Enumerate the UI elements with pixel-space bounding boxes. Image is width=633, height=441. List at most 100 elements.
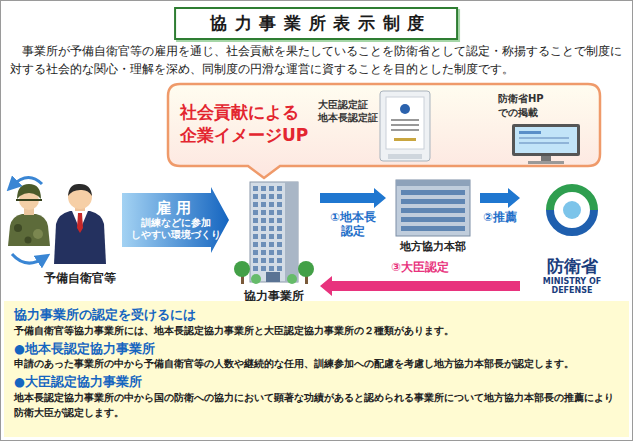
office-building-part xyxy=(269,218,274,223)
office-building-part xyxy=(261,186,266,191)
office-building-part xyxy=(277,234,282,239)
certificate-plaque-part xyxy=(391,129,419,131)
certificate-plaque-part xyxy=(380,91,430,161)
edge-label-holder: ①地本長 認定 xyxy=(326,210,380,239)
panel-body: 地本長認定協力事業所の中から国の防衛への協力において顕著な功績があると認められる… xyxy=(14,391,619,421)
office-building-part xyxy=(253,258,258,263)
diagram-title: 協力事業所表示制度 xyxy=(210,12,432,35)
office-building-part xyxy=(253,250,258,255)
certificate-plaque-part xyxy=(391,124,419,126)
office-building-part xyxy=(253,210,258,215)
businessman-figure xyxy=(54,184,106,264)
office-building-part xyxy=(269,202,274,207)
office-building-part xyxy=(253,218,258,223)
soldier-figure-part xyxy=(14,224,22,232)
ministry-emblem-part xyxy=(563,201,581,219)
office-building-part xyxy=(269,186,274,191)
flow-arrow xyxy=(320,188,386,208)
flow-arrow xyxy=(320,276,520,296)
soldier-figure-part xyxy=(25,237,32,244)
office-building-part xyxy=(261,202,266,207)
title-frame: 協力事業所表示制度 xyxy=(174,7,458,40)
certificate-plaque-part xyxy=(400,104,410,114)
computer-monitor-part xyxy=(519,137,569,139)
callout-bubble: 社会貢献による 企業イメージUP大臣認定証 地本長認定証防衛省HP での掲載 xyxy=(168,84,600,166)
cycle-arrow xyxy=(12,254,44,263)
office-building-part xyxy=(269,266,274,271)
office-building-part xyxy=(253,194,258,199)
office-building-part xyxy=(277,258,282,263)
flow-arrow xyxy=(480,188,520,208)
office-building-part xyxy=(269,210,274,215)
ministry-english: MINISTRY OF DEFENSE xyxy=(541,277,603,296)
office-building-part xyxy=(261,266,266,271)
panel-body: 予備自衛官等協力事業所には、地本長認定協力事業所と大臣認定協力事業所の２種類があ… xyxy=(14,324,619,339)
businessman-figure-part xyxy=(54,211,106,264)
soldier-figure-part xyxy=(17,184,41,199)
ministry-logo: 防衛省MINISTRY OF DEFENSE xyxy=(524,180,620,298)
office-building-part xyxy=(269,242,274,247)
office-building-part xyxy=(266,272,280,282)
edge-label: ①地本長 認定 xyxy=(326,210,380,239)
employment-note: 訓練などに参加 しやすい環境づくり xyxy=(130,217,222,242)
panel-body: 申請のあった事業所の中から予備自衛官等の人数や継続的な任用、訓練参加への配慮を考… xyxy=(14,357,619,372)
office-building-part xyxy=(241,272,244,284)
edge-label-holder: ②推薦 xyxy=(483,210,517,224)
certificate-label: 大臣認定証 地本長認定証 xyxy=(318,98,374,125)
computer-monitor-part xyxy=(519,131,541,134)
office-building-part xyxy=(269,194,274,199)
hq-building-part xyxy=(401,190,465,195)
computer-monitor-part xyxy=(541,156,551,161)
office-building-part xyxy=(253,234,258,239)
callout-bubble-art xyxy=(168,84,600,166)
edge-label-holder: ③大臣認定 xyxy=(391,260,449,274)
soldier-figure xyxy=(8,184,50,246)
businessman-figure-part xyxy=(72,211,88,230)
company-building: 協力事業所 xyxy=(232,178,316,306)
office-building-part xyxy=(269,258,274,263)
businessman-figure-part xyxy=(77,213,83,233)
office-building-part xyxy=(261,210,266,215)
ministry-logo-art xyxy=(524,180,620,238)
office-building-part xyxy=(285,182,298,282)
intro-text: 事業所が予備自衛官等の雇用を通じ、社会貢献を果たしていることを防衛省として認定・… xyxy=(10,43,623,79)
certificate-plaque-part xyxy=(386,97,424,149)
office-building-part xyxy=(261,258,266,263)
soldier-figure-part xyxy=(33,229,43,239)
hq-building-part xyxy=(401,217,465,222)
office-building-part xyxy=(287,274,297,284)
office-building-part xyxy=(277,250,282,255)
office-building-part xyxy=(269,234,274,239)
website-label: 防衛省HP での掲載 xyxy=(498,92,552,119)
businessman-figure-part xyxy=(68,185,92,209)
soldier-figure-part xyxy=(16,199,42,201)
office-building-part xyxy=(261,226,266,231)
node-label: 協力事業所 xyxy=(244,289,304,304)
businessman-figure-part xyxy=(68,184,92,196)
computer-monitor-part xyxy=(512,124,580,156)
certificate-plaque-part xyxy=(394,138,416,141)
node-label: 予備自衛官等 xyxy=(44,271,116,286)
ministry-emblem-part xyxy=(550,210,594,232)
cycle-arrow xyxy=(12,177,42,186)
hq-building-part xyxy=(396,180,470,186)
hq-building-part xyxy=(401,199,465,204)
panel-heading: 協力事業所の認定を受けるには xyxy=(14,306,619,324)
office-building-part xyxy=(277,194,282,199)
office-building-part xyxy=(277,186,282,191)
office-building-part xyxy=(269,250,274,255)
ministry-emblem xyxy=(550,188,594,232)
office-building-part xyxy=(251,274,261,284)
employment-arrow xyxy=(122,187,229,253)
reservist-figure: 予備自衛官等 xyxy=(40,178,120,288)
office-building-part xyxy=(277,226,282,231)
info-panel: 協力事業所の認定を受けるには予備自衛官等協力事業所には、地本長認定協力事業所と大… xyxy=(4,301,629,437)
certificate-plaque xyxy=(380,91,430,161)
office-building-part xyxy=(277,210,282,215)
computer-monitor xyxy=(512,124,580,164)
